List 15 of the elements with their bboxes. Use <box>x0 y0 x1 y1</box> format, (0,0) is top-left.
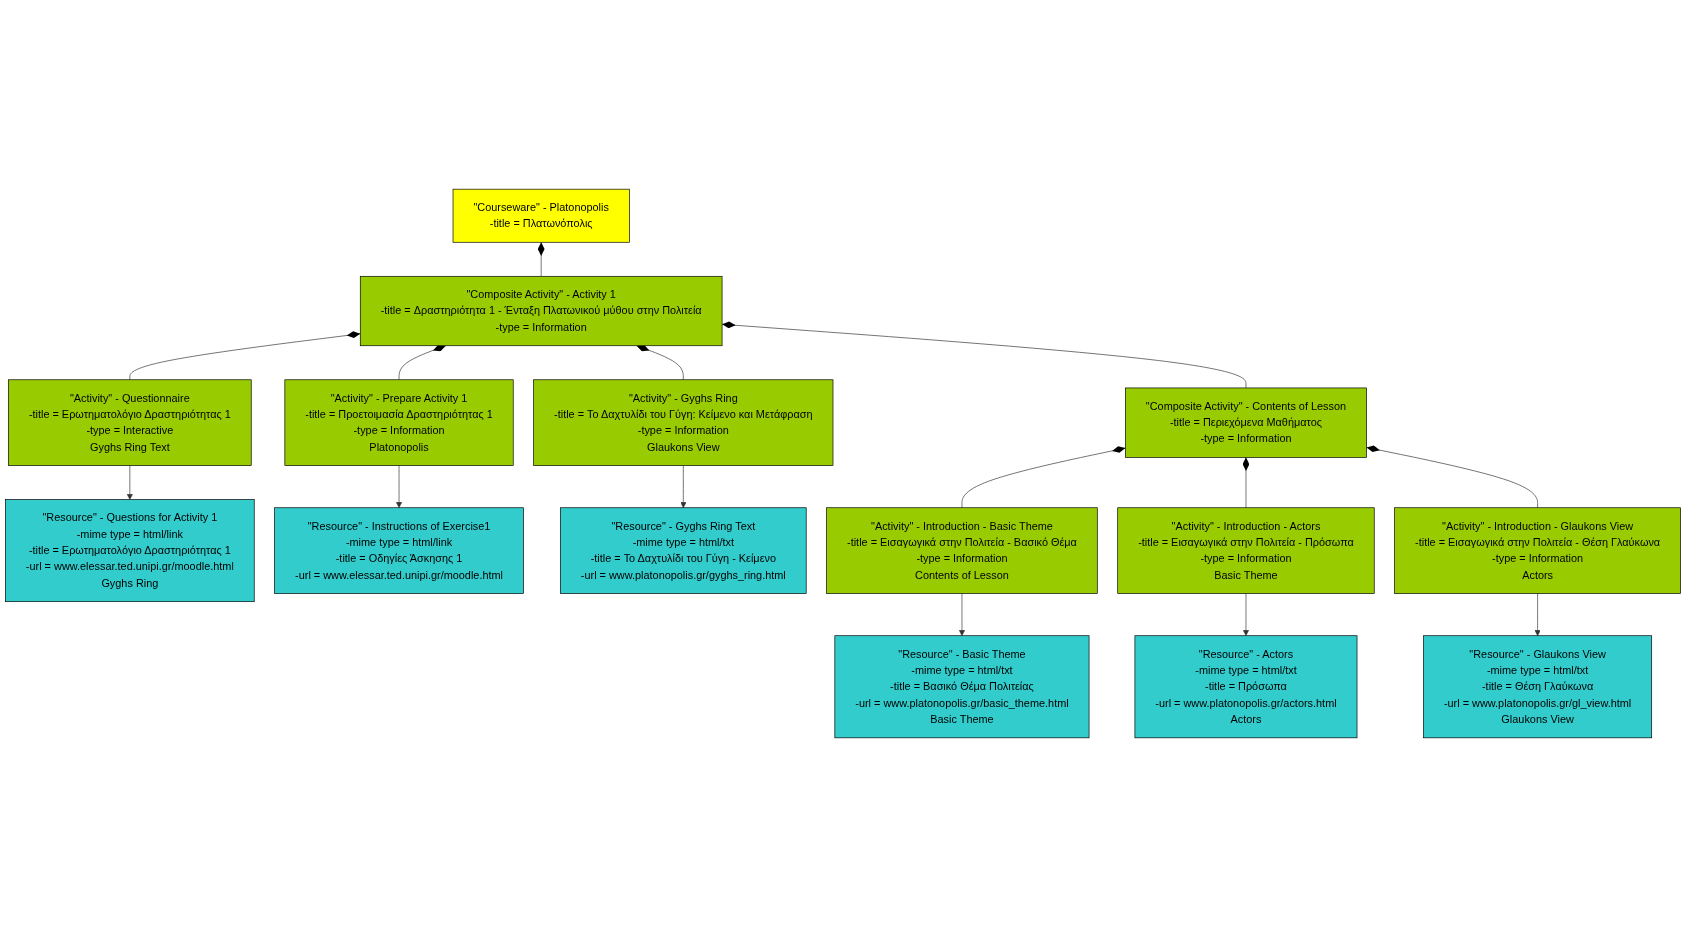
node-box <box>1423 635 1653 739</box>
node-box <box>8 379 252 466</box>
node-box <box>359 275 723 347</box>
node-box <box>1134 635 1358 739</box>
node-box <box>834 635 1090 739</box>
node-box <box>1394 507 1681 594</box>
node-box <box>274 507 524 594</box>
node-box <box>5 499 255 602</box>
node-box <box>1117 507 1375 594</box>
node-box <box>452 188 630 243</box>
node-box <box>1125 387 1367 458</box>
node-box <box>826 507 1098 594</box>
node-box <box>533 379 834 466</box>
node-box <box>284 379 514 466</box>
node-box <box>560 507 807 594</box>
